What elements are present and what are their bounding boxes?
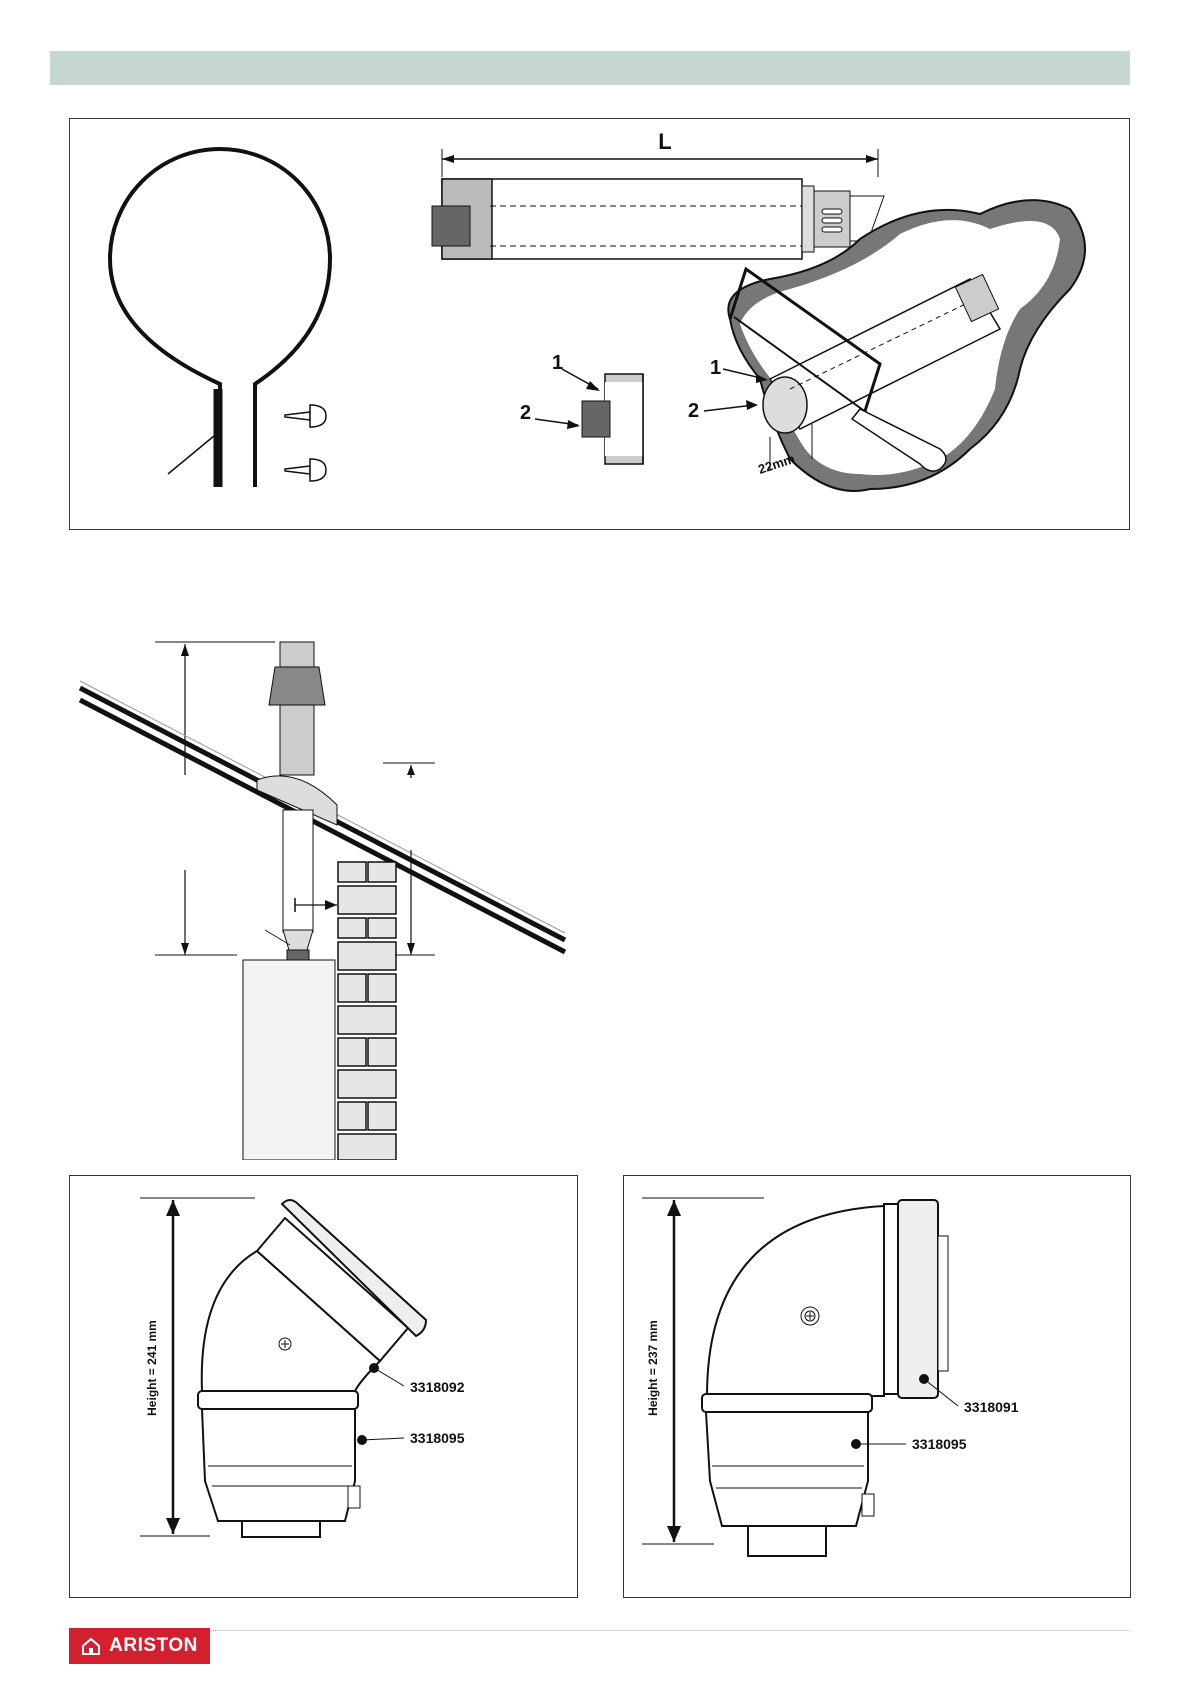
screw-icon [285,459,326,481]
ariston-logo: ARISTON [69,1628,210,1664]
cut-length-label: 22mm [756,451,796,477]
logo-text: ARISTON [109,1635,198,1657]
pipe-cutting-panel: L 1 2 1 [69,118,1130,530]
part-number-upper: 3318091 [964,1399,1019,1415]
part-number-upper: 3318092 [410,1379,465,1395]
flue-pipe [442,179,802,259]
header-band [50,51,1130,85]
dimension-label: L [658,129,671,154]
svg-text:2: 2 [520,402,531,424]
svg-text:1: 1 [710,357,721,379]
elbow-90-height-label: Height = 237 mm [646,1320,660,1416]
svg-text:1: 1 [552,352,563,374]
elbow-90-illustration: Height = 237 mm 3318091 3318095 [624,1176,1132,1599]
screw-icon [285,405,326,427]
elbow-45-illustration: Height = 241 mm 3318092 3318095 [70,1176,579,1599]
part-number-lower: 3318095 [410,1430,465,1446]
svg-text:2: 2 [688,400,699,422]
house-icon [81,1636,101,1656]
footer-divider [210,1630,1130,1631]
part-number-lower: 3318095 [912,1436,967,1452]
pipe-cutting-illustration: L 1 2 1 [70,119,1131,531]
elbow-45-height-label: Height = 241 mm [145,1320,159,1416]
roof-installation-illustration [75,600,675,1160]
elbow-90-panel: Height = 237 mm 3318091 3318095 [623,1175,1131,1598]
brick-wall [338,862,396,1160]
elbow-45-panel: Height = 241 mm 3318092 3318095 [69,1175,578,1598]
